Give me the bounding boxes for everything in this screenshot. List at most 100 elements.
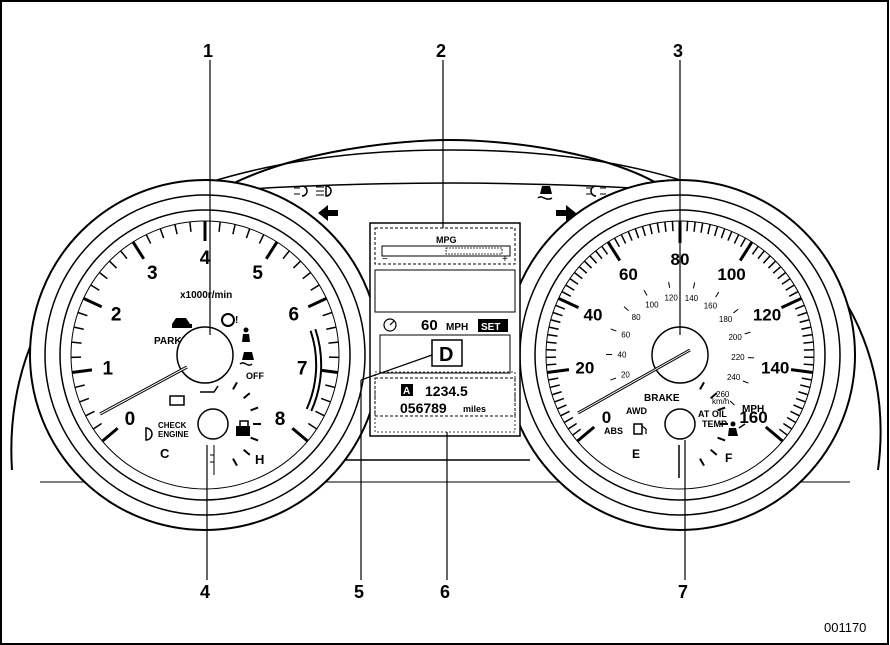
tachometer-tick <box>92 422 103 430</box>
speedometer-tick <box>548 377 559 381</box>
speedometer-tick <box>595 250 603 260</box>
cruise-set-badge <box>478 319 508 332</box>
temp-tick <box>250 406 259 412</box>
speedometer-tick <box>795 397 806 403</box>
vehicle-icon <box>172 318 192 328</box>
speedometer-tick <box>802 333 813 337</box>
temp-tick <box>250 436 259 442</box>
kmh-number: 20 <box>621 371 630 380</box>
temp-gauge-ticks <box>232 381 261 467</box>
tachometer-number: 5 <box>252 263 263 284</box>
speedometer-tick <box>777 271 787 280</box>
speedometer-tick <box>547 333 558 337</box>
mpg-bar-fill <box>445 247 503 255</box>
tachometer-tick <box>232 224 236 235</box>
kmh-tick <box>715 291 720 298</box>
callout-7: 7 <box>678 582 688 602</box>
right-turn-signal-icon <box>556 205 576 221</box>
speedometer-number: 160 <box>739 408 767 427</box>
speedometer-tick <box>782 422 793 430</box>
speedometer-tick <box>733 234 740 244</box>
speedometer-tick <box>565 284 575 291</box>
tachometer-tick <box>108 260 118 269</box>
tachometer-tick <box>315 410 325 417</box>
speedometer-tick <box>634 228 640 239</box>
tachometer-tick <box>120 250 128 260</box>
speedometer-number: 0 <box>602 408 611 427</box>
cruise-control-icon <box>383 318 397 332</box>
kmh-unit-label: km/h <box>712 397 729 406</box>
speedometer-tick <box>554 397 565 403</box>
kmh-number: 140 <box>685 294 699 303</box>
speedometer-tick <box>567 422 578 430</box>
tachometer-tick <box>174 224 178 235</box>
speedometer-tick <box>788 290 799 297</box>
speedometer-number: 140 <box>761 359 789 378</box>
speedometer-tick <box>720 228 726 239</box>
hood-line <box>164 149 731 199</box>
speedometer-tick <box>546 363 557 366</box>
speedometer-tick <box>656 222 660 233</box>
tachometer-number: 4 <box>200 248 211 269</box>
speedometer-number: 20 <box>575 359 594 378</box>
parking-brake-icon: ! <box>221 313 238 327</box>
speedometer-tick <box>790 410 800 417</box>
speedometer-tick <box>799 319 810 324</box>
speedometer-tick <box>552 311 563 317</box>
kmh-tick <box>742 380 749 384</box>
speedometer-tick <box>560 410 570 417</box>
speedometer-tick <box>664 221 667 232</box>
speedometer-tick <box>764 425 784 443</box>
speedometer-number: 120 <box>753 306 781 325</box>
fuel-tick <box>699 458 705 467</box>
mpg-minus-sign: − <box>382 254 388 265</box>
tachometer-tick <box>325 384 336 389</box>
tachometer-tick <box>74 384 85 389</box>
speedometer-tick <box>589 255 598 264</box>
brake-label: BRAKE <box>644 393 680 404</box>
tachometer-tick <box>264 241 279 260</box>
speedometer-tick <box>762 255 771 264</box>
security-icon <box>236 420 250 436</box>
abs-label: ABS <box>604 426 623 436</box>
tachometer-tick <box>218 221 221 232</box>
tachometer-tick <box>77 311 88 317</box>
tachometer-tick <box>71 341 82 344</box>
kmh-tick <box>668 281 671 288</box>
tachometer-tick <box>258 234 265 244</box>
kmh-number: 120 <box>664 294 678 303</box>
tachometer-tick <box>245 228 251 239</box>
oil-pressure-icon <box>200 385 219 393</box>
cruise-set-label: SET <box>481 322 500 333</box>
speedometer-tick <box>693 221 696 232</box>
tachometer-tick <box>71 368 93 374</box>
kmh-number: 240 <box>727 373 741 382</box>
tachometer-tick <box>131 241 146 260</box>
seatbelt-icon <box>242 327 250 342</box>
trip-badge-label: A <box>403 386 410 397</box>
tachometer-dial-ring <box>59 209 351 501</box>
speedometer-tick <box>627 231 633 241</box>
speedometer-tick <box>578 266 588 274</box>
kmh-tick <box>610 328 617 332</box>
gear-indicator: D <box>439 344 453 366</box>
speedometer-number: 60 <box>619 265 638 284</box>
speedometer-number: 40 <box>584 306 603 325</box>
speedometer-tick <box>751 245 759 255</box>
kmh-tick <box>744 331 751 335</box>
speedometer-number: 100 <box>717 265 745 284</box>
lamp-icon <box>586 185 606 197</box>
kmh-tick <box>623 306 629 311</box>
temp-gauge-hub <box>197 408 229 440</box>
trip-badge <box>401 384 413 396</box>
speedometer-tick <box>707 224 711 235</box>
fuel-tick <box>709 392 718 400</box>
tachometer-unit-label: x1000r/min <box>180 290 232 301</box>
kmh-tick <box>643 290 648 296</box>
traction-control-icon <box>239 352 254 366</box>
speedometer-tick <box>780 297 803 310</box>
odometer-area <box>374 377 516 417</box>
speedometer-tick <box>555 304 566 310</box>
